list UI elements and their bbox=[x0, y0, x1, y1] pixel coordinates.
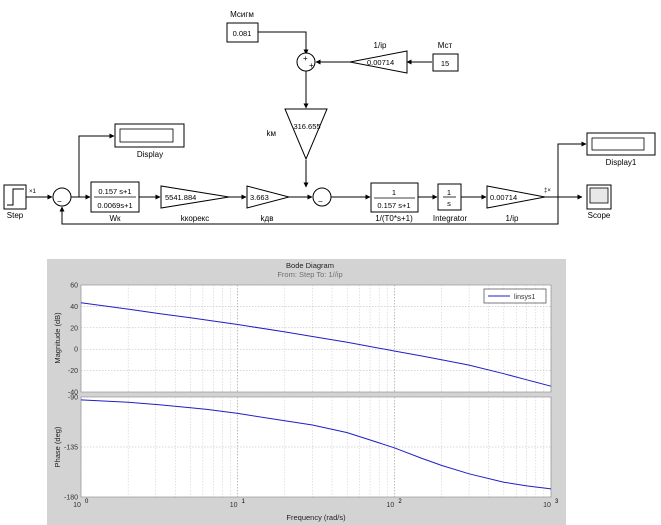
phase-y-tick-label: -90 bbox=[68, 395, 78, 402]
scope-label: Scope bbox=[588, 211, 611, 220]
legend-box bbox=[483, 288, 547, 304]
magnitude-y-tick-label: 60 bbox=[70, 283, 78, 290]
sum2-plus-top: + bbox=[303, 54, 308, 63]
gain-out-label: 1/ip bbox=[506, 214, 519, 223]
magnitude-panel: -40 -20 0 20 40 60 Magnitude (dB) linsys1 bbox=[53, 283, 552, 397]
wk-transfer-fn-block[interactable]: 0.157 s+1 0.0069s+1 Wк bbox=[90, 181, 140, 223]
magnitude-ylabel: Magnitude (dB) bbox=[53, 312, 62, 364]
x-tick-exponent: 3 bbox=[555, 499, 559, 505]
magnitude-y-tick-label: -20 bbox=[68, 368, 78, 375]
wk-label: Wк bbox=[109, 214, 121, 223]
magnitude-y-tick-label: 20 bbox=[70, 325, 78, 332]
x-tick-exponent: 0 bbox=[85, 499, 89, 505]
x-tick-label: 10 bbox=[386, 502, 394, 509]
msigm-label: Мсигм bbox=[230, 10, 254, 19]
magnitude-grid bbox=[80, 284, 552, 393]
phase-grid bbox=[80, 396, 552, 498]
phase-y-tick-label: -180 bbox=[64, 495, 78, 502]
signal-wires bbox=[26, 31, 587, 225]
phase-y-ticks: -180 -135 -90 bbox=[64, 395, 78, 502]
km-value: 316.655 bbox=[293, 122, 320, 131]
kkoreks-value: 5541.884 bbox=[165, 193, 196, 202]
integrator-denominator: s bbox=[447, 199, 451, 208]
mst-constant-block[interactable]: Мст 15 bbox=[432, 41, 459, 72]
display1-label: Display1 bbox=[606, 158, 637, 167]
kkoreks-gain-block[interactable]: 5541.884 kкорекс bbox=[160, 185, 230, 223]
phase-ylabel: Phase (deg) bbox=[53, 426, 62, 467]
msigm-constant-block[interactable]: Мсигм 0.081 bbox=[226, 10, 259, 43]
chart-subtitle: From: Step To: 1//ip bbox=[277, 270, 342, 279]
gain-out-block[interactable]: 0.00714 1/ip ‡× bbox=[486, 185, 551, 223]
sum1-minus-sign: − bbox=[57, 197, 62, 206]
kkoreks-label: kкорекс bbox=[181, 214, 210, 223]
x-tick-label: 10 bbox=[230, 502, 238, 509]
chart-title: Bode Diagram bbox=[286, 261, 334, 270]
tf2-transfer-fn-block[interactable]: 1 0.157 s+1 1/(T0*s+1) bbox=[370, 182, 419, 223]
km-label: kм bbox=[267, 129, 277, 138]
display1-block[interactable]: Display1 bbox=[586, 132, 656, 167]
sum2-block[interactable]: + + bbox=[296, 52, 316, 72]
phase-y-tick-label: -135 bbox=[64, 445, 78, 452]
display-block[interactable]: Display bbox=[114, 123, 185, 159]
gain-top-value: 0.00714 bbox=[367, 58, 394, 67]
scope-block[interactable]: Scope bbox=[586, 184, 612, 220]
wire-feedback bbox=[59, 197, 559, 225]
step-block[interactable]: ×1 Step bbox=[3, 184, 37, 220]
step-port-label: ×1 bbox=[29, 189, 37, 195]
magnitude-y-tick-label: -40 bbox=[68, 390, 78, 397]
x-tick-exponent: 1 bbox=[242, 499, 246, 505]
x-ticks: 10 0 10 1 10 2 10 3 bbox=[73, 499, 559, 509]
phase-series-line bbox=[80, 399, 552, 490]
sum3-minus-sign: − bbox=[318, 197, 323, 206]
scope-screen-icon bbox=[589, 187, 609, 204]
magnitude-y-tick-label: 0 bbox=[74, 347, 78, 354]
simulink-diagram: ×1 Step − Display 0.157 s+1 0.0069s+1 Wк… bbox=[3, 10, 656, 225]
wk-numerator: 0.157 s+1 bbox=[98, 187, 131, 196]
msigm-value: 0.081 bbox=[233, 29, 252, 38]
x-tick-label: 10 bbox=[73, 502, 81, 509]
integrator-block[interactable]: 1 s Integrator bbox=[433, 183, 468, 223]
kdp-gain-block[interactable]: 3.663 kдв bbox=[246, 185, 291, 223]
magnitude-y-ticks: -40 -20 0 20 40 60 bbox=[68, 283, 78, 397]
bode-figure: Bode Diagram From: Step To: 1//ip -40 -20… bbox=[47, 259, 566, 525]
magnitude-y-tick-label: 40 bbox=[70, 304, 78, 311]
phase-panel: -180 -135 -90 Phase (deg) bbox=[53, 395, 552, 502]
magnitude-series-line bbox=[80, 302, 552, 387]
x-tick-label: 10 bbox=[543, 502, 551, 509]
wire-msigm-sum2 bbox=[258, 31, 309, 55]
sum1-block[interactable]: − bbox=[52, 187, 72, 207]
tf2-denominator: 0.157 s+1 bbox=[377, 201, 410, 210]
magnitude-plot-area bbox=[80, 284, 552, 393]
mst-label: Мст bbox=[438, 41, 453, 50]
gain-top-label: 1/ip bbox=[374, 41, 387, 50]
km-gain-block[interactable]: 316.655 kм bbox=[267, 108, 328, 161]
gain-top-block[interactable]: 1/ip 0.00714 bbox=[349, 41, 408, 74]
legend-entry: linsys1 bbox=[514, 294, 536, 301]
tf2-label: 1/(T0*s+1) bbox=[375, 214, 413, 223]
sum3-block[interactable]: − bbox=[312, 187, 332, 207]
chart-xlabel: Frequency (rad/s) bbox=[286, 513, 346, 522]
sum2-plus-right: + bbox=[309, 61, 314, 70]
x-tick-exponent: 2 bbox=[398, 499, 402, 505]
integrator-label: Integrator bbox=[433, 214, 468, 223]
wk-denominator: 0.0069s+1 bbox=[97, 201, 132, 210]
step-label: Step bbox=[7, 211, 24, 220]
display-label: Display bbox=[137, 150, 163, 159]
legend: linsys1 bbox=[483, 288, 547, 304]
gain-out-port-mark: ‡× bbox=[544, 188, 551, 194]
integrator-numerator: 1 bbox=[447, 188, 451, 197]
wire-to-display bbox=[78, 133, 115, 197]
gain-out-value: 0.00714 bbox=[490, 193, 517, 202]
wire-to-display1 bbox=[557, 141, 587, 197]
mst-value: 15 bbox=[441, 59, 449, 68]
tf2-numerator: 1 bbox=[392, 188, 396, 197]
kdp-value: 3.663 bbox=[250, 193, 269, 202]
kdp-label: kдв bbox=[261, 214, 274, 223]
